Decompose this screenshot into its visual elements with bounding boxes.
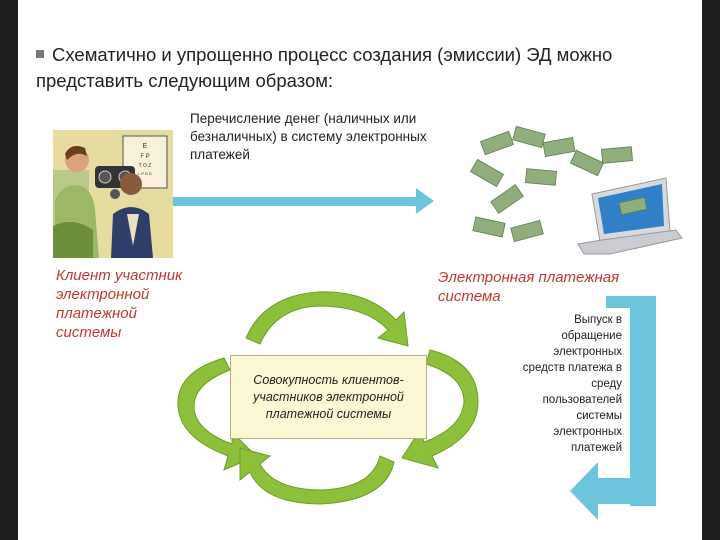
cycle-arrows [177,291,479,505]
svg-text:E: E [143,143,148,150]
svg-text:T O Z: T O Z [139,163,152,169]
header-text: Схематично и упрощенно процесс создания … [36,44,613,91]
slide-border-right [702,0,720,540]
slide-border-left [0,0,18,540]
svg-text:L P E D: L P E D [138,171,152,176]
transfer-arrow [173,188,434,214]
money-laptop-illustration [452,126,684,262]
flow-diagram [173,188,656,520]
transfer-description: Перечисление денег (наличных или безнали… [190,111,427,162]
issue-description: Выпуск в обращение электронных средств п… [522,314,622,454]
clients-box: Совокупность клиентов-участников электро… [230,355,427,439]
svg-text:F P: F P [140,154,149,160]
slide: Схематично и упрощенно процесс создания … [18,0,702,540]
client-illustration: E F P T O Z L P E D [53,130,173,258]
eps-label: Электронная платежная система [438,269,620,305]
client-label: Клиент участник электронной платежной си… [56,267,183,341]
bullet-icon [36,50,44,59]
clients-box-text: Совокупность клиентов-участников электро… [253,372,404,421]
header: Схематично и упрощенно процесс создания … [36,42,676,94]
issue-arrow [570,296,656,520]
